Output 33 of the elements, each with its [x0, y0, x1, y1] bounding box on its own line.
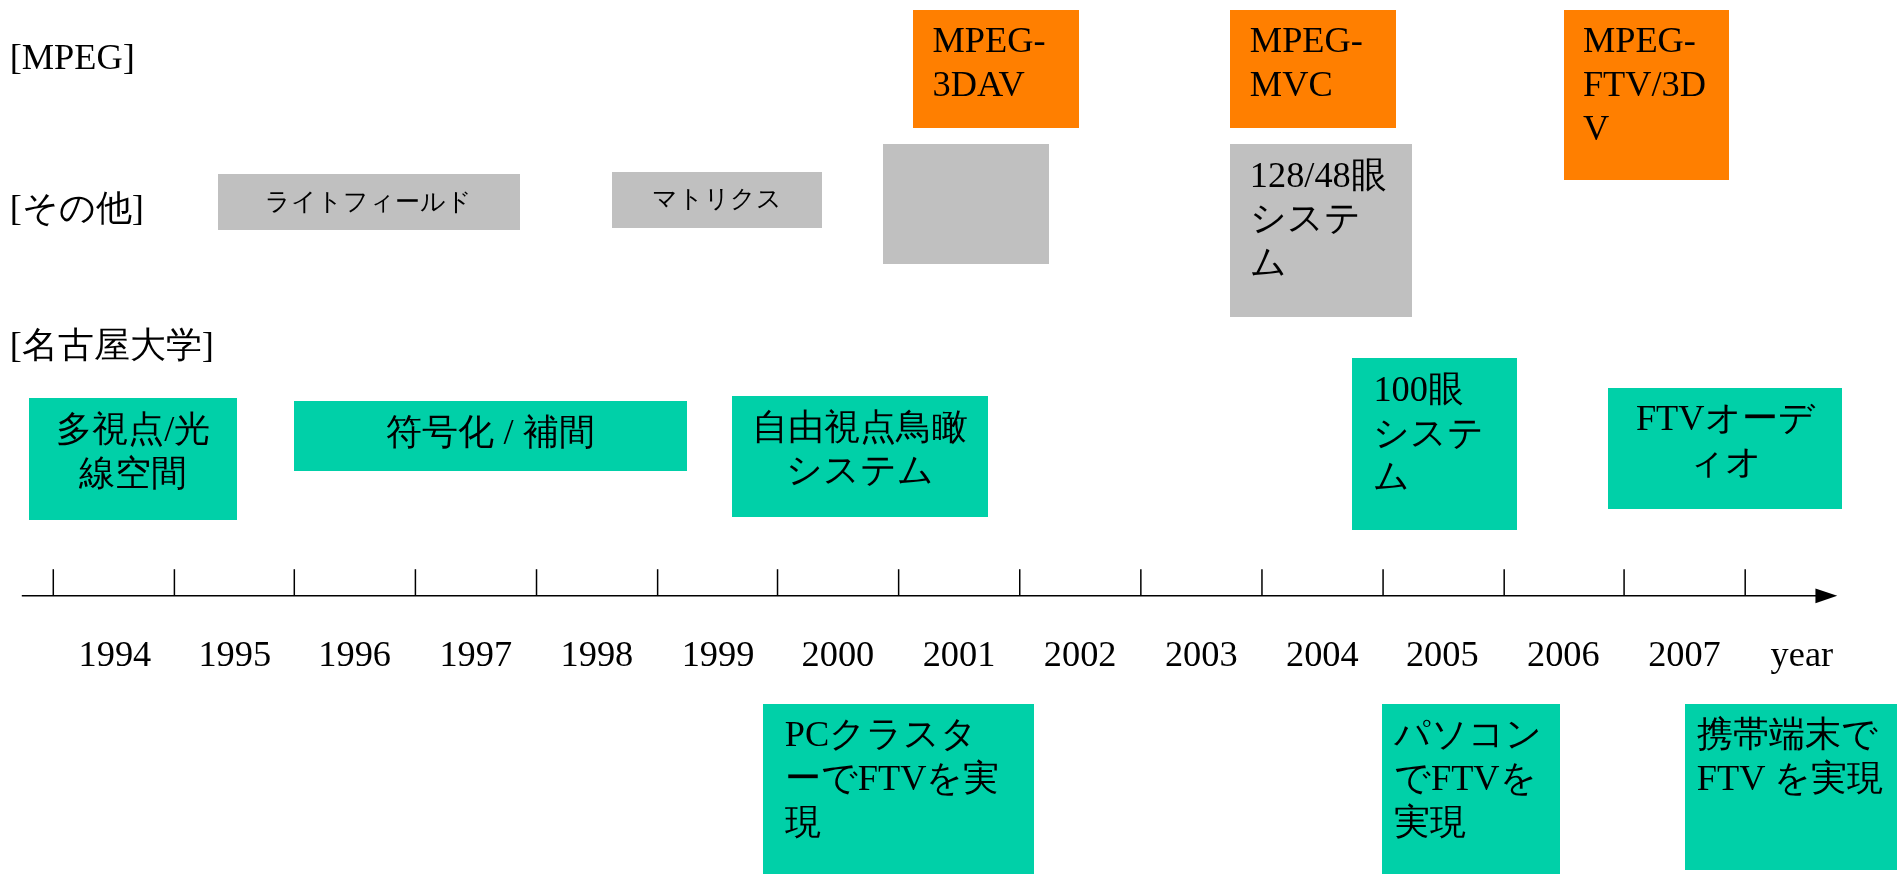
year-label: 2005 [1405, 633, 1479, 675]
research-box: 100眼システム [1351, 358, 1518, 531]
project-box: 128/48眼システム [1230, 144, 1413, 318]
research-box: 符号化 / 補間 [294, 400, 687, 472]
year-label: 1999 [681, 633, 755, 675]
year-label: 2007 [1648, 633, 1721, 675]
row-label: [その他] [9, 186, 144, 230]
standard-box: MPEG-MVC [1230, 9, 1397, 129]
row-label: [MPEG] [9, 35, 135, 78]
year-label: 1995 [198, 633, 272, 675]
project-box: マトリクス [611, 171, 823, 228]
research-box: 携帯端末でFTV を実現 [1684, 703, 1897, 870]
research-box: 自由視点鳥瞰システム [731, 396, 989, 518]
year-label: 2002 [1043, 633, 1117, 675]
standard-box: MPEG-3DAV [913, 9, 1080, 129]
year-label: 1997 [439, 633, 513, 675]
research-box: 多視点/光線空間 [29, 398, 238, 520]
year-label: 2001 [922, 633, 996, 675]
year-label: 2004 [1286, 633, 1359, 675]
standard-box: MPEG-FTV/3DV [1563, 9, 1730, 181]
year-label: 1996 [318, 633, 391, 675]
project-box [882, 144, 1049, 264]
year-label: 2006 [1527, 633, 1600, 675]
year-label: year [1770, 633, 1834, 675]
project-box: ライトフィールド [218, 174, 520, 231]
research-box: パソコンでFTVを実現 [1381, 703, 1560, 875]
research-box: FTVオーディオ [1608, 387, 1843, 509]
row-label: [名古屋大学] [9, 323, 214, 367]
year-label: 2000 [801, 633, 875, 675]
research-box: PCクラスターでFTVを実現 [763, 703, 1035, 875]
year-label: 1994 [78, 633, 152, 675]
year-label: 1998 [560, 633, 634, 675]
year-label: 2003 [1164, 633, 1238, 675]
